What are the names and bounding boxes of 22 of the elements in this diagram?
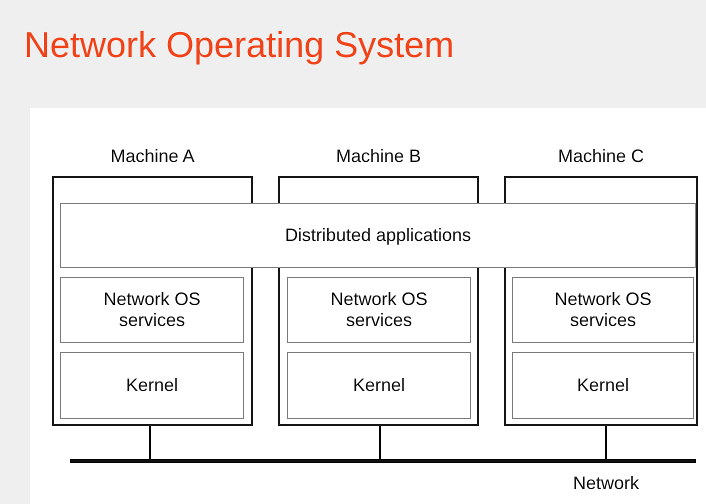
layer-box [512, 352, 694, 419]
layer-label: Network OS services [102, 289, 202, 331]
layer-box [60, 352, 244, 419]
layer-label: Kernel [576, 375, 630, 396]
layer-label: Kernel [124, 375, 180, 396]
machine-label: Machine C [556, 146, 646, 167]
connector-line [149, 426, 151, 459]
application-layer-box [60, 203, 696, 268]
machine-label: Machine B [334, 146, 422, 167]
network-label: Network [573, 473, 640, 494]
layer-box [60, 277, 244, 343]
connector-line [379, 426, 381, 459]
layer-label: Kernel [352, 375, 406, 396]
layer-box [287, 277, 471, 343]
layer-box [512, 277, 694, 343]
machine-label: Machine A [109, 146, 196, 167]
layer-label: Network OS services [329, 289, 429, 331]
connector-line [605, 426, 607, 459]
layer-label: Distributed applications [284, 225, 472, 246]
layer-box [287, 352, 471, 419]
layer-label: Network OS services [553, 289, 653, 331]
diagram-title: Network Operating System [24, 24, 454, 66]
